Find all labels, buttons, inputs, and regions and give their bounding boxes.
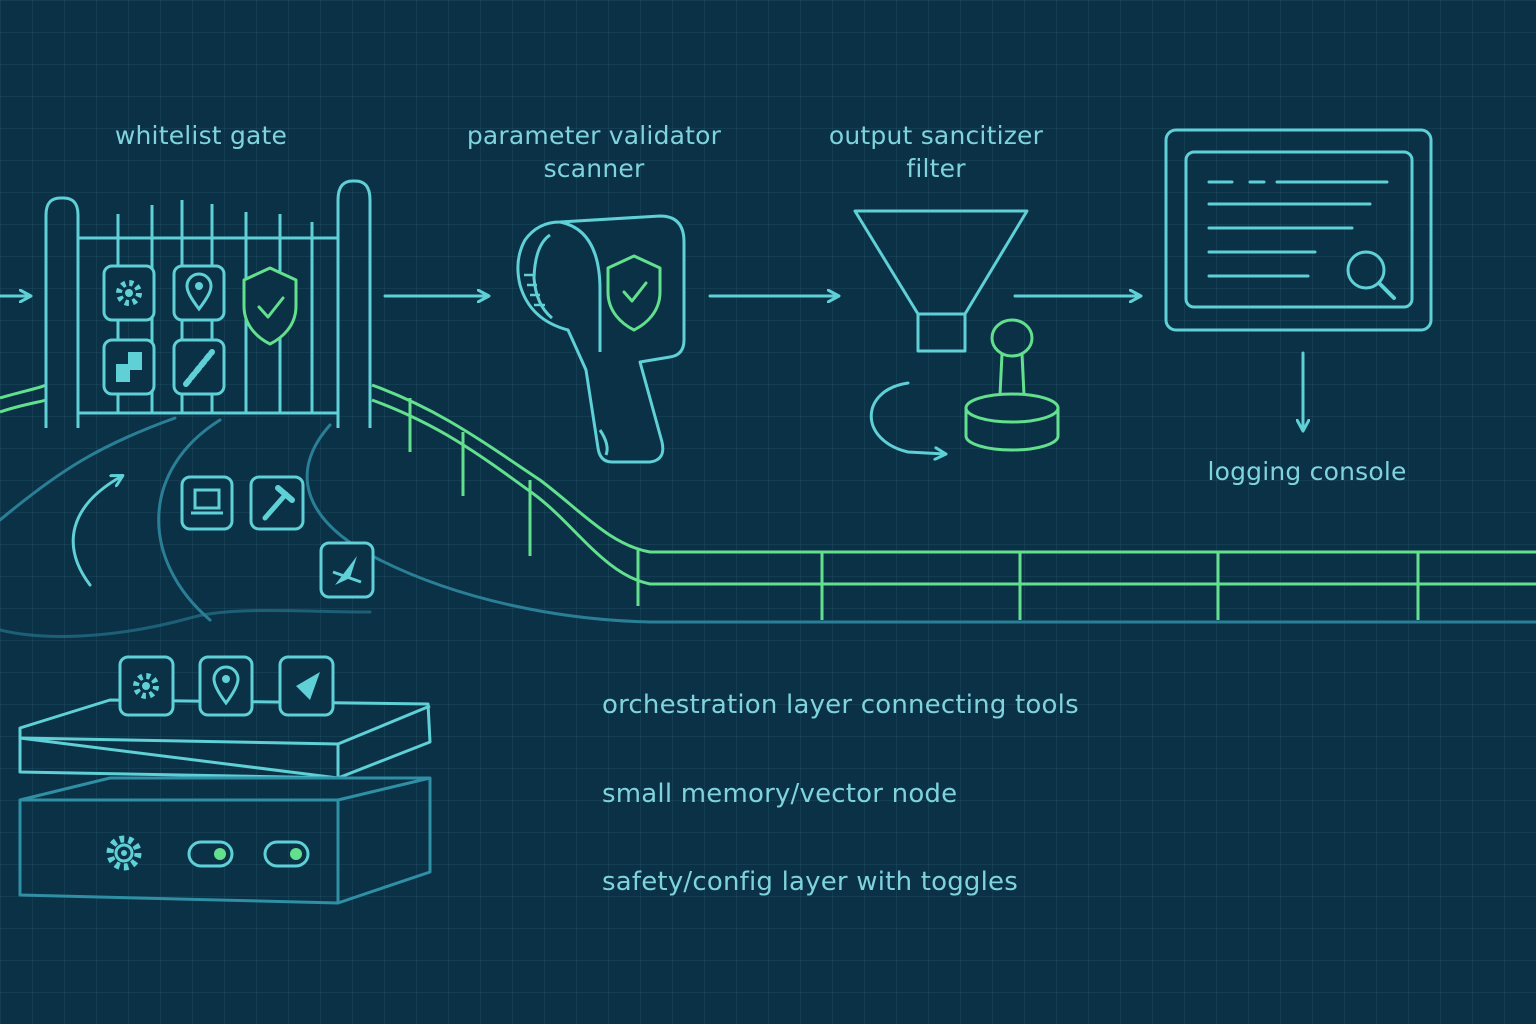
logging-console-label-text: logging console <box>1207 457 1407 486</box>
rotate-arrow <box>869 381 945 454</box>
winding-path <box>0 416 1536 638</box>
console-screen <box>1184 150 1414 309</box>
logging-console-label: logging console <box>1196 455 1418 488</box>
logging-console <box>1164 128 1433 332</box>
platform-top-icons <box>118 655 335 717</box>
validator-scanner-label-line1: parameter validator <box>466 121 722 150</box>
shield-check-icon <box>242 266 298 346</box>
flow-arrows <box>0 296 1303 587</box>
search-icon <box>1346 250 1386 290</box>
scanner-shield-icon <box>606 254 662 332</box>
legend-item-safety-text: safety/config layer with toggles <box>602 867 1018 897</box>
location-pin-icon <box>172 264 226 322</box>
path-tools <box>180 475 375 599</box>
toggle-icon <box>187 840 234 868</box>
toggle-icon <box>263 840 310 868</box>
config-gear-icon <box>106 835 142 871</box>
legend-item-safety: safety/config layer with toggles <box>602 866 1018 899</box>
console-frame <box>1164 128 1433 332</box>
config-box <box>18 776 432 905</box>
gate-post-left <box>44 196 80 428</box>
laptop-icon <box>180 475 234 531</box>
validator-scanner <box>516 214 686 464</box>
sanitizer-filter-label-line2: filter <box>906 154 966 183</box>
location-pin-icon <box>198 655 254 717</box>
config-controls <box>106 835 310 871</box>
validator-scanner-label: parameter validator scanner <box>462 119 726 185</box>
legend-item-orchestration-text: orchestration layer connecting tools <box>602 690 1079 720</box>
funnel <box>853 209 1029 316</box>
guard-rail <box>0 383 1536 620</box>
legend-item-orchestration: orchestration layer connecting tools <box>602 689 1079 722</box>
stamp-icon <box>964 318 1060 452</box>
whitelist-gate-label: whitelist gate <box>90 119 312 152</box>
sanitizer-filter <box>853 209 1029 454</box>
legend-item-memory-text: small memory/vector node <box>602 779 958 809</box>
whitelist-gate-label-text: whitelist gate <box>114 121 288 150</box>
gate-post-right <box>336 179 372 428</box>
legend-item-memory: small memory/vector node <box>602 778 957 811</box>
validator-scanner-label-line2: scanner <box>543 154 645 183</box>
sanitizer-filter-label-line1: output sancitizer <box>828 121 1044 150</box>
sanitizer-filter-label: output sancitizer filter <box>820 119 1052 185</box>
whitelist-gate <box>44 179 372 428</box>
curved-entry-arrow <box>71 476 122 587</box>
